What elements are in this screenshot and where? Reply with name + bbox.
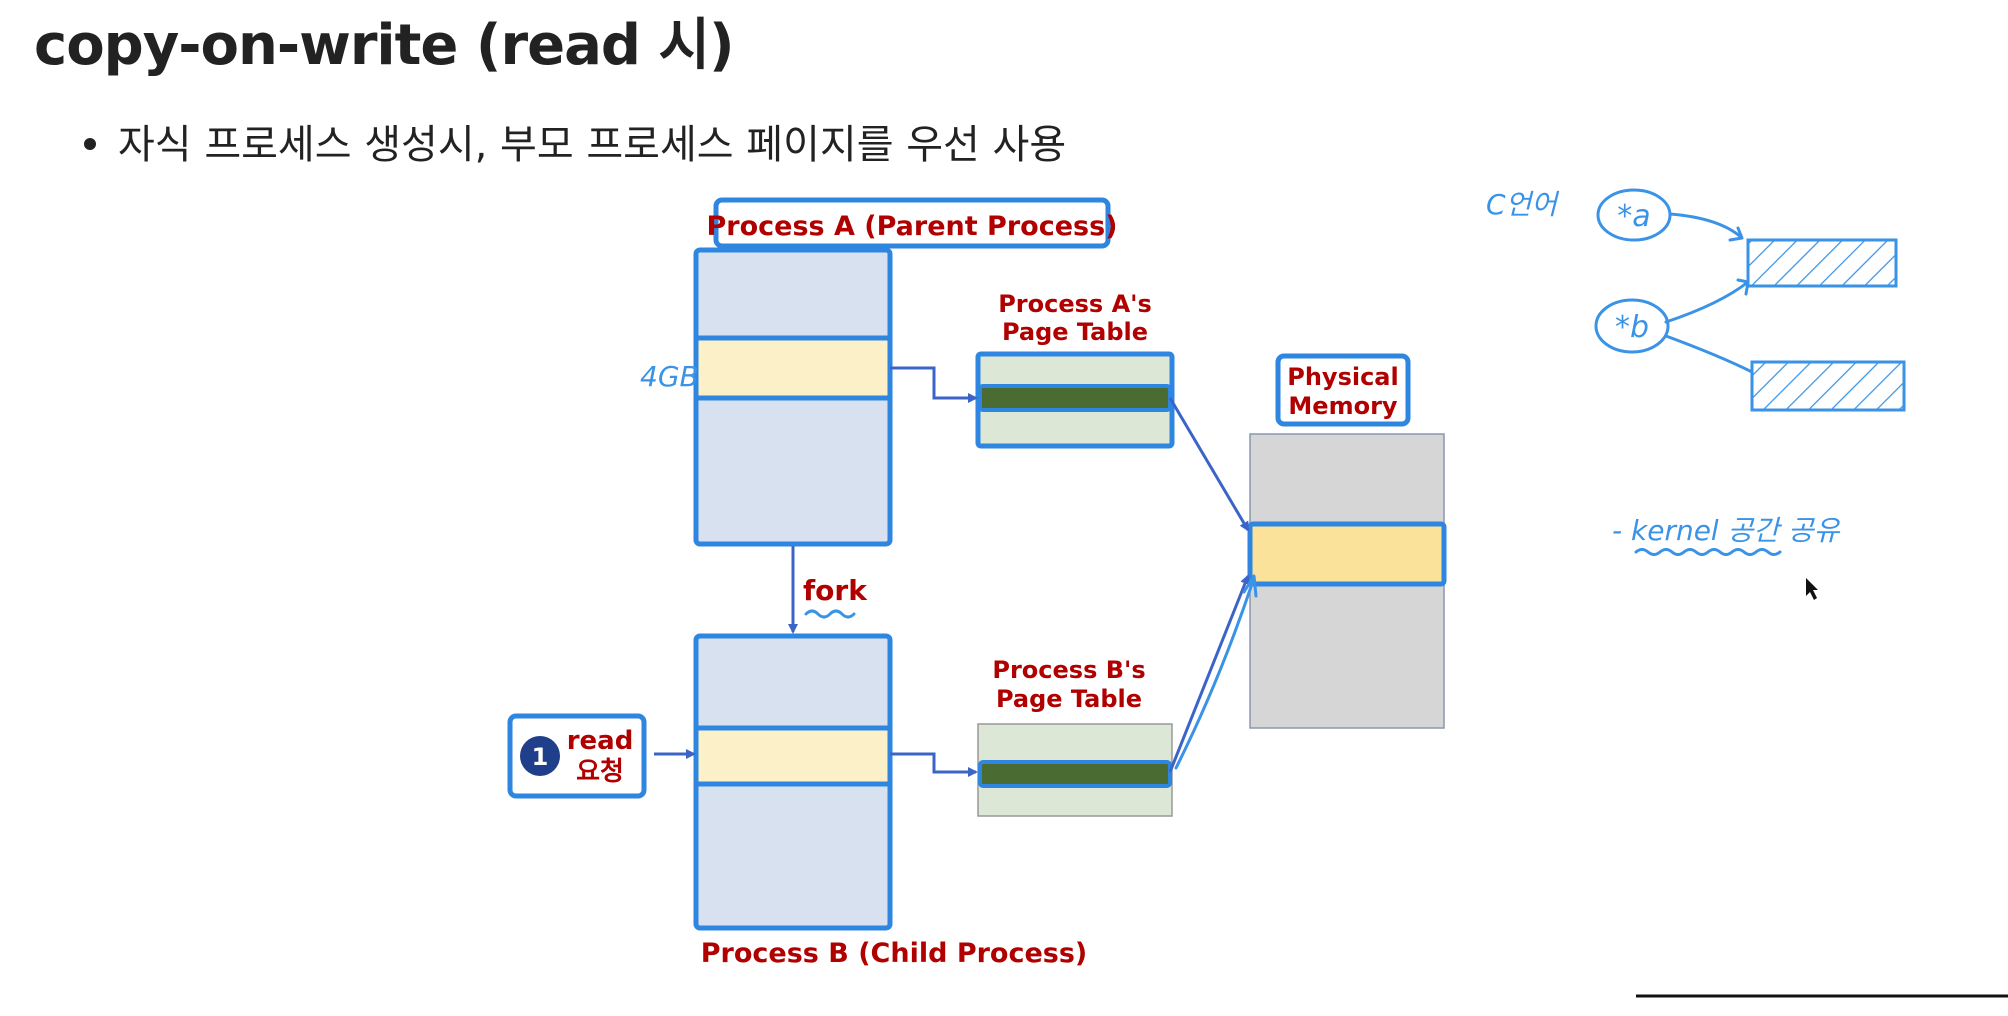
pointer-b-label: *b bbox=[1615, 310, 1649, 345]
read-request-line-1: read bbox=[567, 726, 634, 756]
page-table-a-title-1: Process A's bbox=[998, 290, 1152, 318]
arrow-b-to-pagetable bbox=[890, 752, 978, 777]
memory-block-2 bbox=[1750, 360, 1906, 412]
arrow-pagetable-b-to-memory bbox=[1168, 574, 1250, 773]
page-table-a-title-2: Page Table bbox=[1002, 318, 1148, 346]
process-a-label-box bbox=[713, 197, 1111, 249]
step-number-circle bbox=[520, 736, 560, 776]
physical-memory-frame bbox=[1247, 521, 1447, 587]
c-language-note: C언어 bbox=[1486, 188, 1560, 221]
page-table-b-title-2: Page Table bbox=[996, 685, 1142, 713]
read-request-line-2: 요청 bbox=[576, 757, 624, 787]
page-title: copy-on-write (read 시) bbox=[34, 13, 735, 78]
page-table-b-entry bbox=[978, 760, 1172, 788]
read-request-box bbox=[507, 713, 647, 799]
pointer-a-label: *a bbox=[1617, 199, 1650, 234]
page-table-b-title-1: Process B's bbox=[992, 656, 1145, 684]
bullet-dot bbox=[84, 138, 96, 150]
step-number: 1 bbox=[532, 743, 549, 771]
size-note: 4GB bbox=[640, 360, 699, 393]
kernel-note: - kernel 공간 공유 bbox=[1612, 514, 1841, 547]
physical-memory-label-box bbox=[1275, 353, 1411, 427]
process-b-page bbox=[693, 725, 893, 787]
memory-block-1 bbox=[1746, 238, 1898, 288]
pointer-b-arrow-top bbox=[1664, 278, 1750, 324]
pointer-a-arrow bbox=[1668, 212, 1744, 242]
physical-memory-title-1: Physical bbox=[1287, 363, 1398, 391]
process-b-label: Process B (Child Process) bbox=[701, 938, 1088, 969]
kernel-note-underline bbox=[1634, 548, 1782, 556]
mouse-cursor-icon bbox=[1806, 578, 1818, 600]
pointer-b-circle bbox=[1594, 298, 1670, 354]
physical-memory-title-2: Memory bbox=[1288, 392, 1397, 420]
fork-label: fork bbox=[803, 574, 868, 607]
bullet-item: 자식 프로세스 생성시, 부모 프로세스 페이지를 우선 사용 bbox=[84, 112, 1066, 170]
ink-pagetable-b-to-memory bbox=[1174, 574, 1258, 770]
bullet-text: 자식 프로세스 생성시, 부모 프로세스 페이지를 우선 사용 bbox=[118, 122, 1067, 168]
process-a-label: Process A (Parent Process) bbox=[706, 211, 1117, 242]
pointer-b-arrow-bottom bbox=[1664, 334, 1754, 374]
fork-underline bbox=[804, 609, 856, 619]
process-a-page bbox=[693, 335, 893, 401]
arrow-pagetable-a-to-memory bbox=[1168, 397, 1250, 532]
page-table-a-entry bbox=[978, 384, 1172, 412]
arrow-a-to-pagetable bbox=[890, 366, 978, 403]
